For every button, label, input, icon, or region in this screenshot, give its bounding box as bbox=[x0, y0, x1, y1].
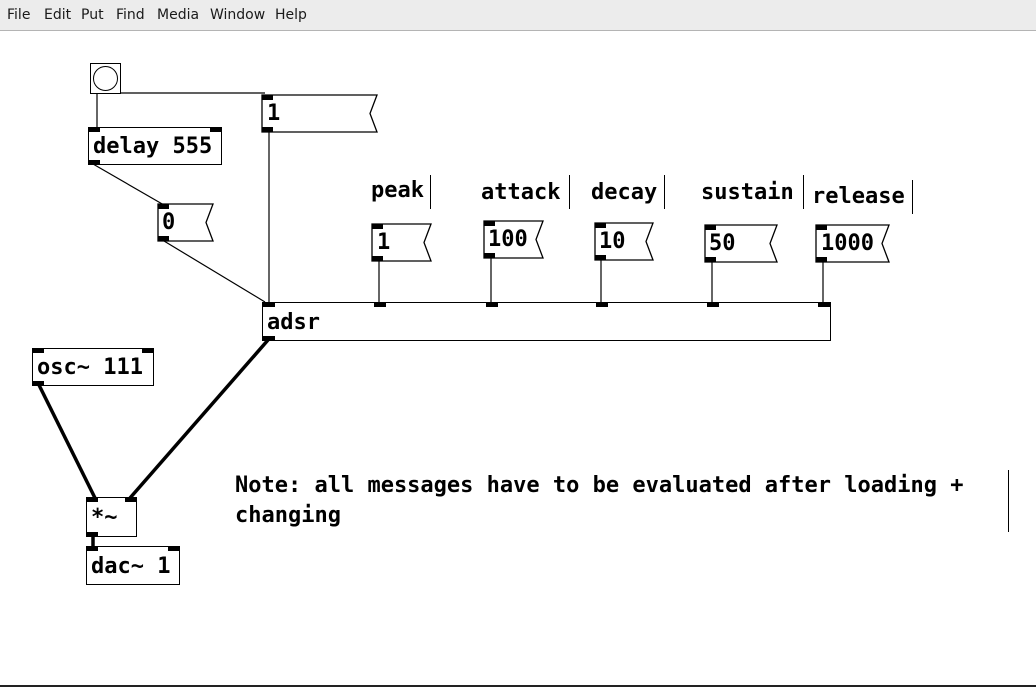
inlet bbox=[210, 127, 221, 132]
inlet bbox=[263, 302, 275, 307]
delay-object[interactable]: delay 555 bbox=[88, 127, 222, 165]
outlet bbox=[595, 255, 606, 260]
inlet bbox=[596, 302, 608, 307]
comment-note-bar bbox=[1008, 470, 1009, 532]
outlet bbox=[158, 236, 169, 241]
dac-object[interactable]: dac~ 1 bbox=[86, 546, 180, 585]
menu-media[interactable]: Media bbox=[157, 7, 200, 23]
msg-trigger-label: 1 bbox=[267, 101, 281, 126]
msg-attack-label: 100 bbox=[488, 227, 528, 252]
comment-sustain: sustain bbox=[701, 180, 794, 205]
inlet bbox=[484, 221, 495, 226]
osc-label: osc~ 111 bbox=[37, 355, 143, 380]
msg-release[interactable]: 1000 bbox=[816, 225, 889, 262]
comment-decay: decay bbox=[591, 180, 658, 205]
msg-peak[interactable]: 1 bbox=[372, 224, 431, 261]
inlet bbox=[158, 204, 169, 209]
msg-trigger[interactable]: 1 bbox=[262, 95, 377, 132]
inlet bbox=[33, 348, 44, 353]
comment-release: release bbox=[812, 184, 905, 209]
comment-note-line1: Note: all messages have to be evaluated … bbox=[235, 473, 964, 498]
comment-note-line2: changing bbox=[235, 503, 341, 528]
menu-bar: File Edit Put Find Media Window Help bbox=[0, 0, 1036, 31]
inlet bbox=[372, 224, 383, 229]
adsr-label: adsr bbox=[267, 310, 320, 335]
window-bottom-edge bbox=[0, 685, 1036, 687]
msg-release-label: 1000 bbox=[821, 231, 874, 256]
menu-window[interactable]: Window bbox=[210, 7, 266, 23]
dac-label: dac~ 1 bbox=[91, 554, 171, 579]
inlet bbox=[87, 546, 98, 551]
outlet bbox=[484, 253, 495, 258]
inlet bbox=[168, 546, 179, 551]
msg-decay-label: 10 bbox=[599, 229, 626, 254]
inlet bbox=[374, 302, 386, 307]
msg-decay[interactable]: 10 bbox=[595, 223, 653, 260]
inlet bbox=[142, 348, 153, 353]
menu-put[interactable]: Put bbox=[81, 7, 104, 23]
inlet bbox=[262, 95, 273, 100]
menu-file[interactable]: File bbox=[7, 7, 31, 23]
inlet bbox=[125, 497, 136, 502]
bang-button[interactable] bbox=[90, 63, 121, 94]
msg-peak-label: 1 bbox=[377, 230, 391, 255]
inlet bbox=[705, 225, 716, 230]
msg-zero-label: 0 bbox=[162, 210, 176, 235]
multiply-object[interactable]: *~ bbox=[86, 497, 137, 537]
outlet bbox=[33, 381, 44, 386]
msg-sustain-label: 50 bbox=[709, 231, 736, 256]
comment-sustain-bar bbox=[803, 175, 804, 209]
inlet bbox=[486, 302, 498, 307]
inlet bbox=[707, 302, 719, 307]
outlet bbox=[87, 532, 98, 537]
osc-object[interactable]: osc~ 111 bbox=[32, 348, 154, 386]
inlet bbox=[818, 302, 830, 307]
outlet bbox=[816, 257, 827, 262]
inlet bbox=[89, 127, 100, 132]
comment-decay-bar bbox=[664, 175, 665, 209]
multiply-label: *~ bbox=[91, 505, 118, 530]
bang-circle bbox=[93, 66, 118, 91]
adsr-object[interactable]: adsr bbox=[262, 302, 831, 341]
outlet bbox=[263, 336, 275, 341]
comment-peak-bar bbox=[430, 175, 431, 209]
delay-label: delay 555 bbox=[93, 134, 213, 159]
inlet bbox=[87, 497, 98, 502]
msg-attack[interactable]: 100 bbox=[484, 221, 543, 258]
inlet bbox=[595, 223, 606, 228]
menu-edit[interactable]: Edit bbox=[44, 7, 72, 23]
msg-zero[interactable]: 0 bbox=[158, 204, 213, 241]
msg-sustain[interactable]: 50 bbox=[705, 225, 777, 262]
comment-attack-bar bbox=[569, 175, 570, 209]
comment-release-bar bbox=[912, 180, 913, 214]
comment-attack: attack bbox=[481, 180, 561, 205]
comment-peak: peak bbox=[371, 178, 424, 203]
menu-find[interactable]: Find bbox=[116, 7, 145, 23]
outlet bbox=[705, 257, 716, 262]
outlet bbox=[89, 160, 100, 165]
inlet bbox=[816, 225, 827, 230]
outlet bbox=[372, 256, 383, 261]
menu-help[interactable]: Help bbox=[275, 7, 307, 23]
outlet bbox=[262, 127, 273, 132]
